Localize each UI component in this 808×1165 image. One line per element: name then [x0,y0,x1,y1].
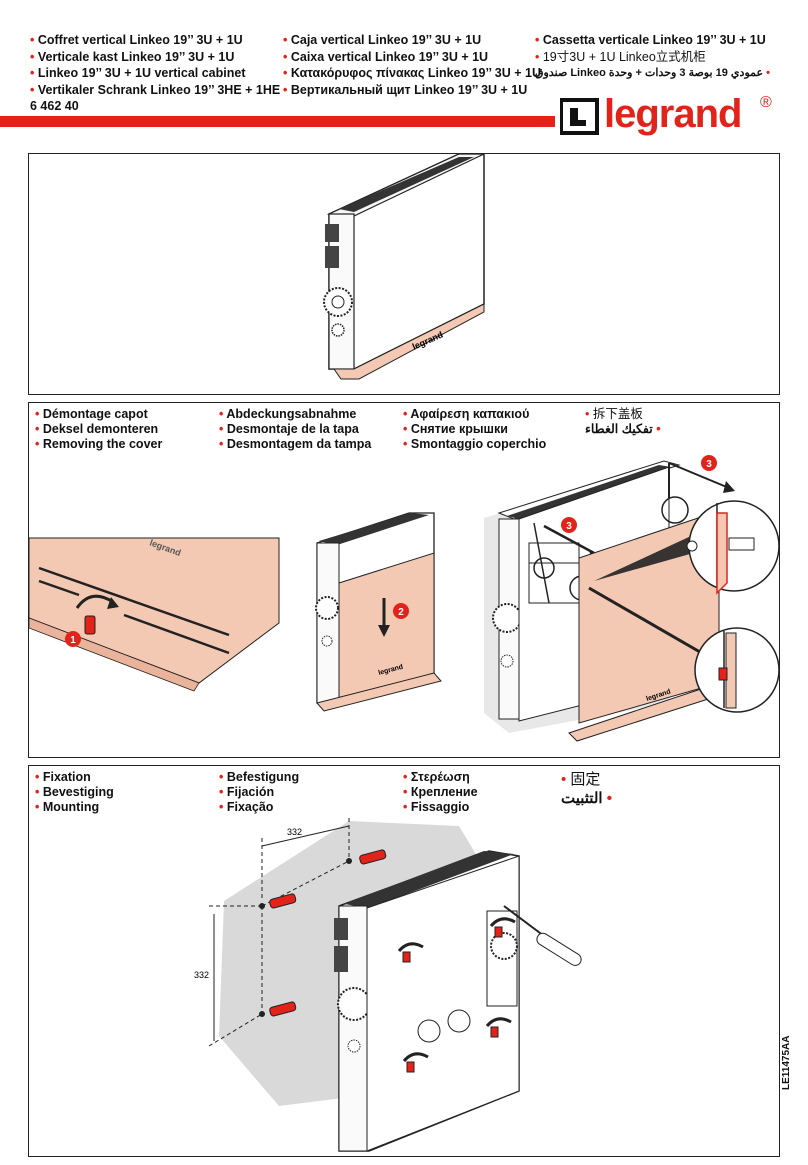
registered-mark: ® [760,94,772,111]
cover-col-3: • Αφαίρεση καπακιού • Снятие крышки • Sm… [403,407,546,452]
product-view-panel: legrand [28,153,780,395]
title-en: • Linkeo 19’’ 3U + 1U vertical cabinet [30,66,246,80]
step-1-number: 1 [70,635,76,646]
title-it: • Cassetta verticale Linkeo 19’’ 3U + 1U [535,33,766,47]
cover-col-1: • Démontage capot • Deksel demonteren • … [35,407,162,452]
mount-it: • Fissaggio [403,800,470,814]
step-1-detail: 1 legrand [28,537,280,692]
step-2-cabinet: 2 legrand [315,512,442,712]
cover-col-4: • 拆下盖板 تفكيك الغطاء • [585,407,661,437]
mount-de: • Befestigung [219,770,300,784]
title-ar: صندوق Linkeo عمودي 19 بوصة 3 وحدات + وحد… [535,67,770,79]
mount-es: • Fijación [219,785,275,799]
title-ru: • Вертикальный щит Linkeo 19’’ 3U + 1U [283,82,528,97]
title-fr: • Coffret vertical Linkeo 19’’ 3U + 1U [30,33,243,47]
mount-fr: • Fixation [35,770,91,784]
zoom-detail-bottom [694,627,780,713]
cover-zh: • 拆下盖板 [585,407,643,421]
cover-col-2: • Abdeckungsabnahme • Desmontaje de la t… [219,407,371,452]
step-3b-number: 3 [706,459,712,470]
mount-cabinet [334,850,520,1152]
mount-ru: • Крепление [403,785,478,799]
legrand-wordmark: legrand [604,92,742,136]
step-3a-number: 3 [566,521,572,532]
mount-pt: • Fixação [219,800,274,814]
document-reference: LE11475AA [781,1035,792,1090]
mounting-illustration: 332 332 [194,818,582,1152]
header-col-1: • Coffret vertical Linkeo 19’’ 3U + 1U •… [30,32,280,115]
cover-en: • Removing the cover [35,437,163,451]
header-red-bar [0,116,555,127]
cover-el: • Αφαίρεση καπακιού [403,407,530,421]
cover-it: • Smontaggio coperchio [403,437,547,451]
cover-de: • Abdeckungsabnahme [219,407,357,421]
cover-es: • Desmontaje de la tapa [219,422,359,436]
mount-col-3: • Στερέωση • Крепление • Fissaggio [403,770,478,815]
mount-col-2: • Befestigung • Fijación • Fixação [219,770,299,815]
wall-plugs [259,849,387,1017]
step-3-cabinet: 3 legrand 3 [484,455,780,742]
mount-zh: • 固定 [561,771,601,788]
step-2-number: 2 [398,607,404,618]
title-de: • Vertikaler Schrank Linkeo 19’’ 3HE + 1… [30,82,281,97]
mount-ar: التثبيت • [561,790,612,807]
cover-ar: تفكيك الغطاء • [585,422,661,436]
header-col-2: • Caja vertical Linkeo 19’’ 3U + 1U • Ca… [283,32,541,98]
title-el: • Κατακόρυφος πίνακας Linkeo 19’’ 3U + 1… [283,66,541,80]
step-1-badge [65,631,81,647]
step-2-badge [393,603,409,619]
cover-fr: • Démontage capot [35,407,148,421]
dimension-vertical: 332 [194,970,209,980]
screwdriver [503,905,582,966]
cover-pt: • Desmontagem da tampa [219,437,372,451]
legrand-logo-icon [559,98,599,135]
removing-cover-panel: • Démontage capot • Deksel demonteren • … [28,402,780,758]
cabinet-illustration: legrand [323,153,485,380]
product-code: 6 462 40 [30,99,79,113]
title-pt: • Caixa vertical Linkeo 19’’ 3U + 1U [283,49,489,64]
cover-removal-illustration: 1 legrand 2 legrand [28,455,780,742]
step-3a-badge [561,517,577,533]
title-nl: • Verticale kast Linkeo 19’’ 3U + 1U [30,49,235,64]
mount-en: • Mounting [35,800,100,814]
cover-ru: • Снятие крышки [403,422,508,436]
mount-el: • Στερέωση [403,770,470,784]
legrand-logo: legrand ® [559,92,780,136]
mount-col-4: • 固定 التثبيت • [561,770,612,808]
mounting-panel: • Fixation • Bevestiging • Mounting • Be… [28,765,780,1157]
step-3b-badge [701,455,717,471]
mount-col-1: • Fixation • Bevestiging • Mounting [35,770,114,815]
cover-nl: • Deksel demonteren [35,422,159,436]
mount-nl: • Bevestiging [35,785,114,799]
header-col-3: • Cassetta verticale Linkeo 19’’ 3U + 1U… [535,32,770,82]
title-zh: • 19寸3U + 1U Linkeo立式机柜 [535,49,706,64]
title-es: • Caja vertical Linkeo 19’’ 3U + 1U [283,33,482,47]
dimension-horizontal: 332 [287,827,302,837]
